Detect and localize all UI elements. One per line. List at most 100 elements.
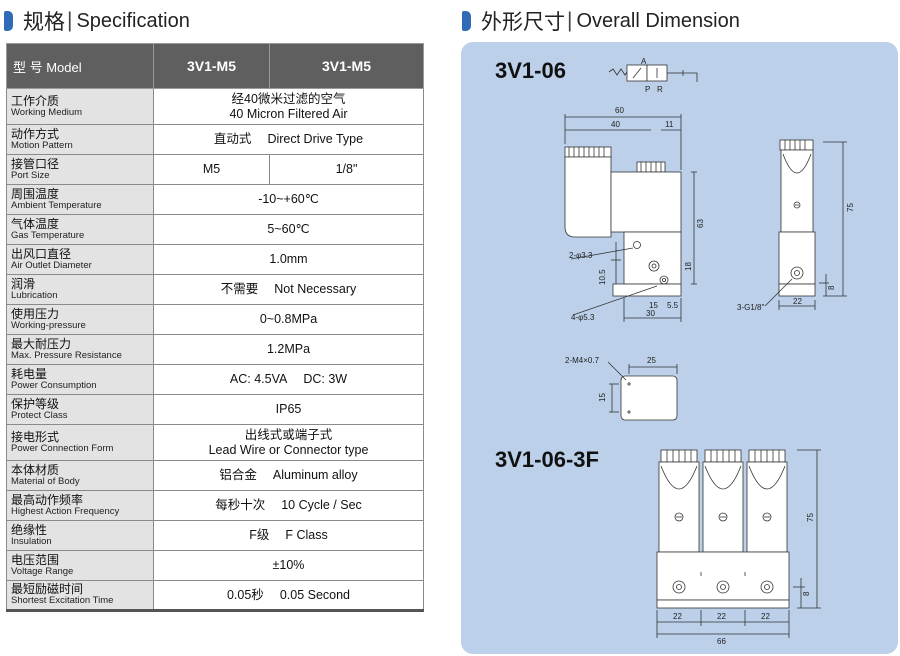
header-en: Overall Dimension: [576, 9, 740, 32]
dim-25: 25: [647, 356, 656, 365]
header-zh: 外形尺寸: [481, 10, 565, 34]
row-value: 1.2MPa: [153, 334, 424, 365]
side-view: [764, 139, 847, 310]
row-value: 1.0mm: [153, 244, 424, 275]
front-view: [564, 114, 697, 322]
specification-header: 规格 | Specification: [4, 6, 190, 36]
dim-8: 8: [827, 285, 836, 290]
symbol-label-p: P: [645, 85, 650, 94]
model-title-3v1-06: 3V1-06: [495, 58, 566, 83]
dim-30: 30: [646, 309, 655, 318]
model-column-2: 3V1-M5: [269, 43, 424, 89]
dim-60: 60: [615, 106, 624, 115]
dim-75: 75: [846, 203, 855, 212]
dimension-header: 外形尺寸 | Overall Dimension: [462, 6, 740, 36]
header-separator: |: [567, 9, 573, 32]
table-header-row: 型 号 Model 3V1-M5 3V1-M5: [6, 43, 424, 89]
dim-8-manifold: 8: [802, 591, 811, 596]
model-column-header: 型 号 Model: [6, 43, 154, 89]
row-value: 0~0.8MPa: [153, 304, 424, 335]
dimension-drawings: A P R 60 40 11 63 18 10.5 15 5.5 30 2-φ3…: [564, 57, 855, 646]
thread-label: 2-M4×0.7: [565, 356, 600, 365]
row-value: 5~60℃: [153, 214, 424, 245]
header-separator: |: [67, 9, 73, 32]
row-value: 1/8": [269, 154, 424, 185]
dim-15: 15: [649, 301, 658, 310]
hole-label-3-3: 2-φ3.3: [569, 251, 593, 260]
dim-11: 11: [665, 120, 674, 129]
dim-22-c: 22: [761, 612, 770, 621]
hole-label-5-3: 4-φ5.3: [571, 313, 595, 322]
valve-symbol: [608, 64, 698, 82]
model-title-3v1-06-3f: 3V1-06-3F: [495, 447, 599, 472]
row-value: ±10%: [153, 550, 424, 581]
row-value: -10~+60℃: [153, 184, 424, 215]
top-view: [607, 361, 678, 421]
dim-22-a: 22: [673, 612, 682, 621]
port-label: 3-G1/8": [737, 303, 764, 312]
dim-5-5: 5.5: [667, 301, 679, 310]
dim-66: 66: [717, 637, 726, 646]
dim-22-b: 22: [717, 612, 726, 621]
row-value: M5: [153, 154, 270, 185]
dim-18: 18: [684, 262, 693, 271]
row-value: IP65: [153, 394, 424, 425]
dim-15-top: 15: [598, 393, 607, 402]
dim-10-5: 10.5: [598, 269, 607, 285]
symbol-label-a: A: [641, 57, 647, 66]
header-en: Specification: [76, 9, 190, 32]
dimension-panel: 3V1-06 3V1-06-3F: [461, 42, 898, 654]
dim-75-manifold: 75: [806, 513, 815, 522]
manifold-view: [656, 449, 821, 638]
header-zh: 规格: [23, 10, 65, 34]
dim-40: 40: [611, 120, 620, 129]
header-marker: [462, 11, 471, 31]
model-column-1: 3V1-M5: [153, 43, 270, 89]
header-marker: [4, 11, 13, 31]
symbol-label-r: R: [657, 85, 663, 94]
dim-22: 22: [793, 297, 802, 306]
dim-63: 63: [696, 219, 705, 228]
